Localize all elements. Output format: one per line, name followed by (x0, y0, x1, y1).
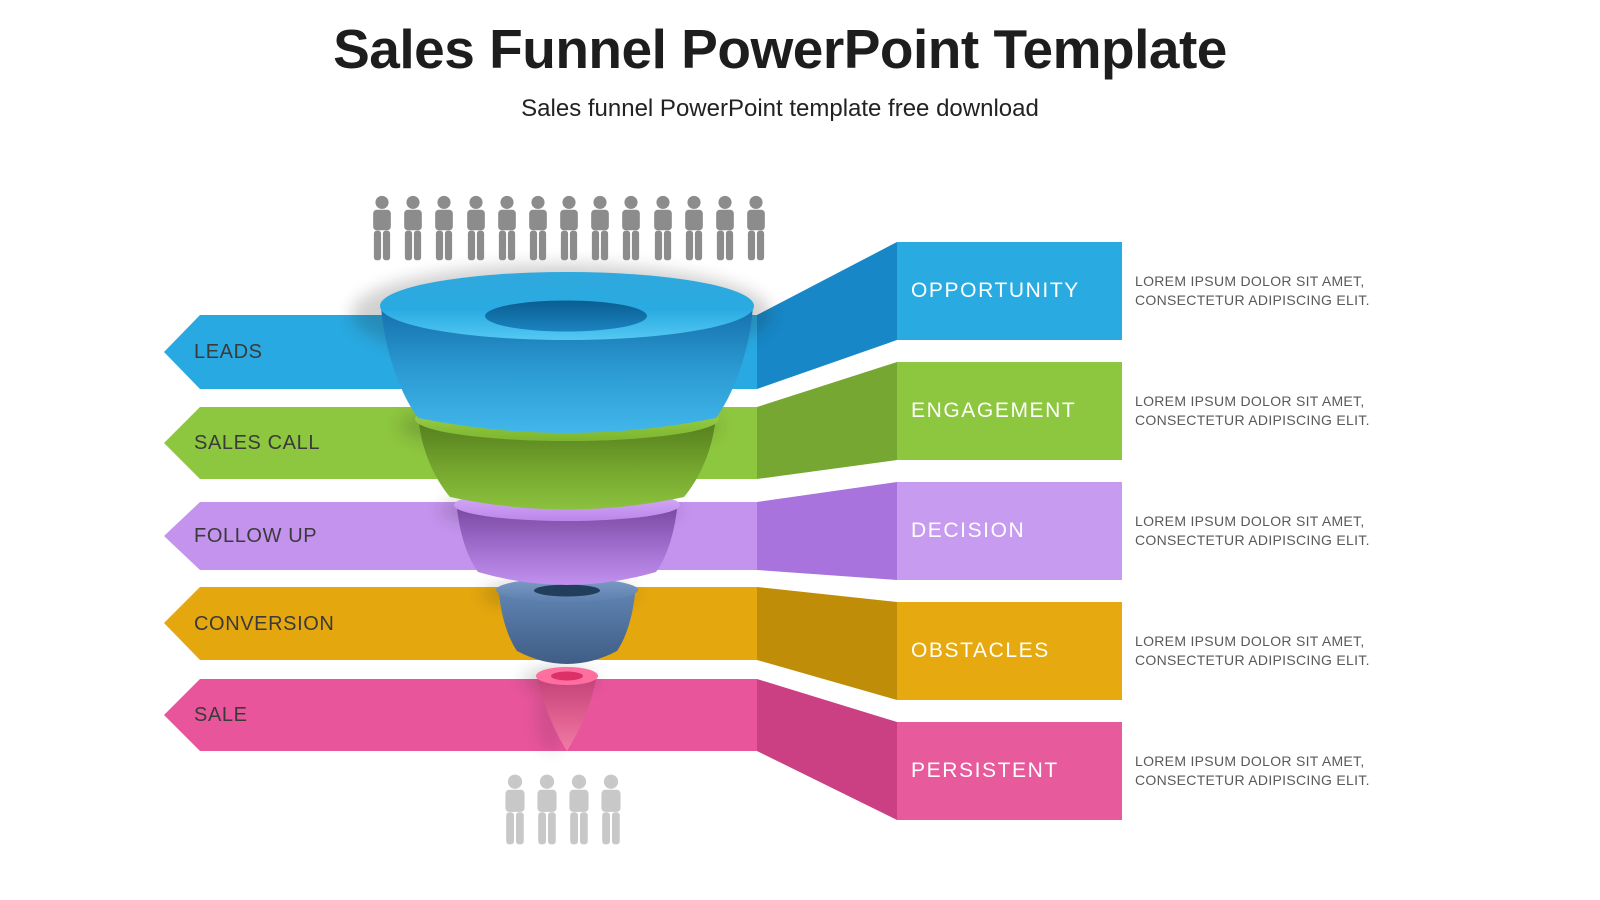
band-label-leads: LEADS (194, 341, 263, 363)
funnel-tip-cone (538, 679, 596, 751)
person-icon (505, 774, 525, 845)
people-top (373, 195, 765, 261)
band-label-conversion: CONVERSION (194, 613, 335, 635)
band-label-sales-call: SALES CALL (194, 432, 321, 454)
arrow-band-sale (164, 679, 757, 751)
funnel-tip-hole (551, 671, 583, 681)
person-icon (569, 774, 589, 845)
right-banners (897, 242, 1122, 820)
connector-engagement (757, 362, 897, 479)
person-icon (529, 195, 547, 261)
person-icon (560, 195, 578, 261)
band-label-follow-up: FOLLOW UP (194, 525, 318, 547)
person-icon (467, 195, 485, 261)
banner-obstacles (897, 602, 1122, 700)
funnel-steel-cone (499, 593, 635, 664)
banner-opportunity (897, 242, 1122, 340)
banner-label-persistent: PERSISTENT (911, 759, 1059, 782)
description-engagement: LOREM IPSUM DOLOR SIT AMET, CONSECTETUR … (1135, 392, 1385, 430)
description-line: CONSECTETUR ADIPISCING ELIT. (1135, 532, 1370, 548)
person-icon (601, 774, 621, 845)
banner-decision (897, 482, 1122, 580)
funnel-blue-hole (485, 300, 647, 332)
person-icon (654, 195, 672, 261)
description-line: LOREM IPSUM DOLOR SIT AMET, (1135, 513, 1365, 529)
funnel-green-cone (419, 423, 715, 510)
connector-obstacles (757, 587, 897, 700)
description-line: LOREM IPSUM DOLOR SIT AMET, (1135, 273, 1365, 289)
description-line: CONSECTETUR ADIPISCING ELIT. (1135, 772, 1370, 788)
description-line: LOREM IPSUM DOLOR SIT AMET, (1135, 393, 1365, 409)
person-icon (622, 195, 640, 261)
connector-decision (757, 482, 897, 580)
connector-opportunity (757, 242, 897, 389)
description-line: LOREM IPSUM DOLOR SIT AMET, (1135, 753, 1365, 769)
description-line: LOREM IPSUM DOLOR SIT AMET, (1135, 633, 1365, 649)
person-icon (591, 195, 609, 261)
person-icon (537, 774, 557, 845)
funnel-blue-cone (381, 306, 753, 433)
description-line: CONSECTETUR ADIPISCING ELIT. (1135, 292, 1370, 308)
funnel-steel-hole (534, 584, 600, 597)
person-icon (498, 195, 516, 261)
banner-label-opportunity: OPPORTUNITY (911, 279, 1080, 302)
people-bottom (505, 774, 621, 845)
connector-persistent (757, 679, 897, 820)
banner-persistent (897, 722, 1122, 820)
description-persistent: LOREM IPSUM DOLOR SIT AMET, CONSECTETUR … (1135, 752, 1385, 790)
person-icon (404, 195, 422, 261)
description-decision: LOREM IPSUM DOLOR SIT AMET, CONSECTETUR … (1135, 512, 1385, 550)
description-line: CONSECTETUR ADIPISCING ELIT. (1135, 412, 1370, 428)
right-connectors (757, 242, 897, 820)
description-line: CONSECTETUR ADIPISCING ELIT. (1135, 652, 1370, 668)
person-icon (716, 195, 734, 261)
person-icon (747, 195, 765, 261)
banner-label-decision: DECISION (911, 519, 1026, 542)
page-title: Sales Funnel PowerPoint Template (333, 18, 1227, 80)
band-label-sale: SALE (194, 704, 248, 726)
funnel-purple-cone (457, 509, 677, 585)
person-icon (685, 195, 703, 261)
banner-engagement (897, 362, 1122, 460)
banner-label-obstacles: OBSTACLES (911, 639, 1050, 662)
person-icon (435, 195, 453, 261)
funnel (380, 272, 754, 751)
page-subtitle: Sales funnel PowerPoint template free do… (521, 95, 1039, 122)
description-obstacles: LOREM IPSUM DOLOR SIT AMET, CONSECTETUR … (1135, 632, 1385, 670)
description-opportunity: LOREM IPSUM DOLOR SIT AMET, CONSECTETUR … (1135, 272, 1385, 310)
person-icon (373, 195, 391, 261)
banner-label-engagement: ENGAGEMENT (911, 399, 1077, 422)
